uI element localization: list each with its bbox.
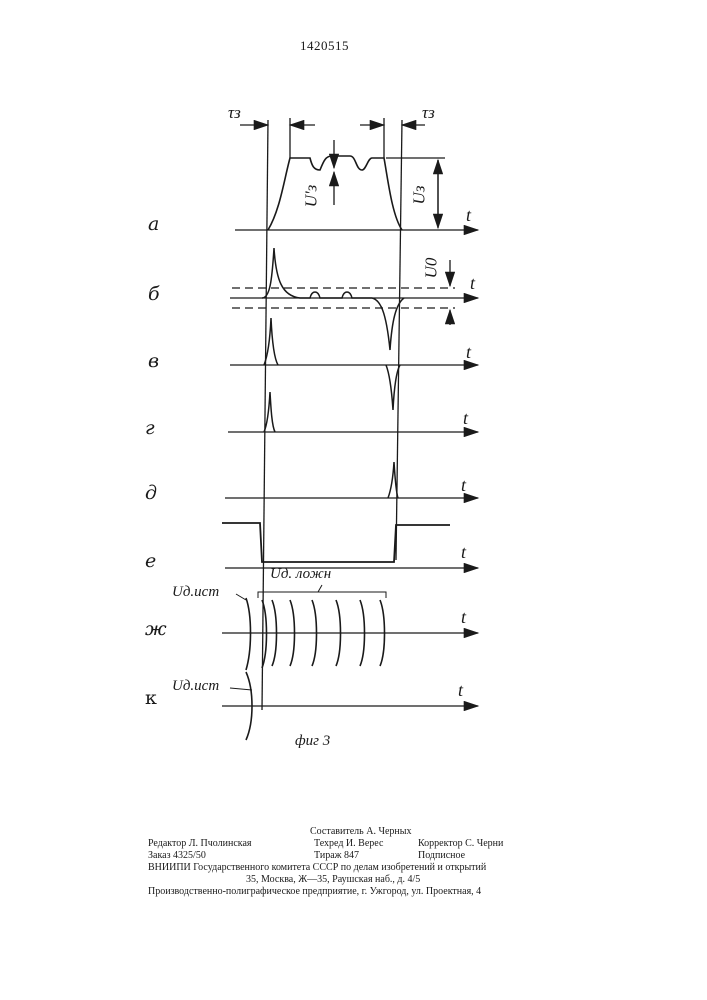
t-label-b: t [470,273,475,294]
imprint-circulation: Тираж 847 [314,850,359,862]
u3-label: Uз [409,186,429,205]
waveform-b [262,248,404,350]
u3-prime-label: U'з [301,185,321,208]
tau-left-label: τз [228,103,241,123]
t-label-g: t [463,408,468,429]
ud-true-k-label: Uд.ист [172,678,219,695]
imprint-order: Заказ 4325/50 [148,850,206,862]
t-label-d: t [461,475,466,496]
row-label-e: е [145,550,156,572]
ref-line-left [262,120,268,710]
imprint-printer: Производственно-полиграфическое предприя… [148,886,481,898]
ud-false-label: Uд. ложн [270,566,331,583]
waveform-zh [246,598,385,670]
row-label-a: а [148,213,159,235]
figure-caption: фиг 3 [295,733,330,750]
row-label-v: в [148,350,159,372]
waveform-e [222,523,450,562]
false-bracket [258,592,386,598]
t-label-zh: t [461,607,466,628]
t-label-a: t [466,205,471,226]
t-label-e: t [461,542,466,563]
tau-left-dimension [240,118,315,158]
t-label-v: t [466,342,471,363]
imprint-address: 35, Москва, Ж—35, Раушская наб., д. 4/5 [246,874,420,886]
imprint-corrector: Корректор С. Черни [418,838,503,850]
t-label-k: t [458,680,463,701]
tau-right-label: τз [422,103,435,123]
imprint-compiler: Составитель А. Черных [310,826,411,838]
u0-label: U0 [421,258,441,279]
row-label-b: б [148,283,160,305]
ud-true-zh-label: Uд.ист [172,584,219,601]
imprint-techred: Техред И. Верес [314,838,383,850]
row-label-d: д [145,482,157,504]
imprint-editor: Редактор Л. Пчолинская [148,838,252,850]
imprint-signed: Подписное [418,850,465,862]
row-label-g: г [145,417,155,439]
imprint-vniipi: ВНИИПИ Государственного комитета СССР по… [148,862,486,874]
row-label-zh: ж [145,618,167,640]
tau-right-dimension [360,118,425,158]
row-label-k: к [145,687,157,709]
waveform-a [268,156,402,230]
